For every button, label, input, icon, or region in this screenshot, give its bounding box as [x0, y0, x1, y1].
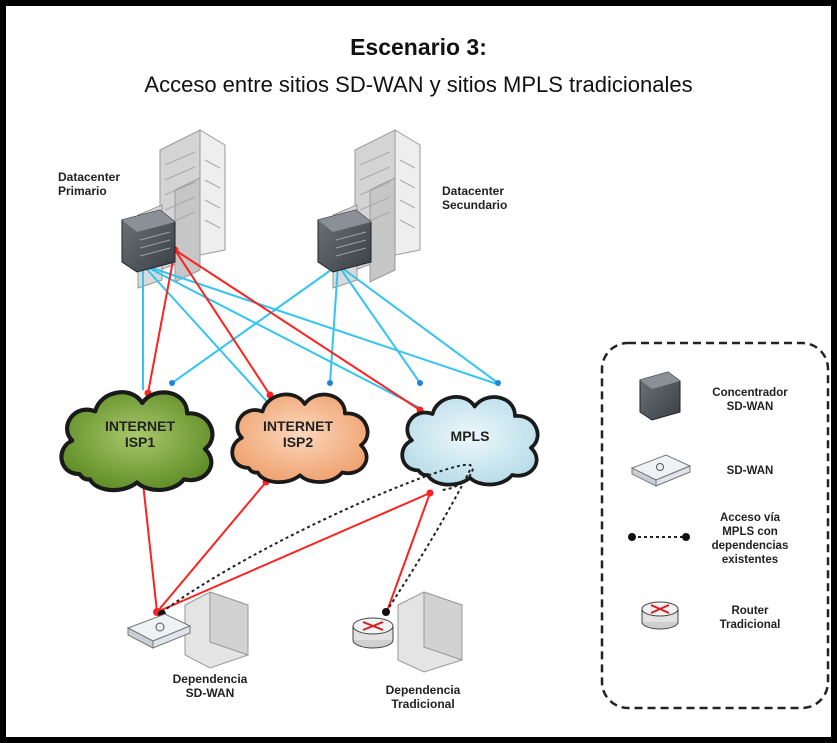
isp1-label: INTERNET ISP1 — [105, 418, 175, 450]
link-red-mpls-trad — [385, 492, 431, 615]
link-dcp-mpls-b — [142, 264, 501, 386]
link-red-isp2-site — [156, 481, 267, 613]
mpls-label: MPLS — [450, 428, 490, 444]
dotted-links — [161, 463, 474, 613]
link-dcp-mpls-a — [142, 264, 421, 409]
dc-primary-label: Datacenter Primario — [58, 170, 121, 198]
legend-dotted-icon — [628, 533, 690, 541]
link-red-isp1-site — [142, 482, 158, 613]
legend-router-label: Router Tradicional — [719, 605, 781, 631]
dotted-endpoint-trad — [382, 608, 390, 616]
isp2-label: INTERNET ISP2 — [263, 418, 333, 450]
site-sdwan-building-icon — [184, 591, 249, 669]
legend-dotted-label: Acceso vía MPLS con dependencias existen… — [711, 512, 789, 566]
link-dcs-mpls-a — [337, 264, 421, 384]
link-dcp-isp2 — [142, 264, 271, 406]
site-trad-building-icon — [397, 591, 463, 673]
router-icon — [352, 617, 394, 649]
red-links — [142, 249, 431, 615]
dc-secondary-label: Datacenter Secundario — [442, 184, 508, 212]
sdwan-device-icon — [126, 613, 192, 649]
page-title: Escenario 3: — [350, 34, 487, 60]
link-red-mpls-site — [156, 492, 431, 613]
dotted-link-sdwan — [161, 463, 474, 613]
legend-sdwan-label: SD-WAN — [726, 465, 774, 477]
link-red-dcp-mpls — [174, 249, 421, 411]
legend-concentrador-icon — [639, 371, 681, 421]
link-dcs-mpls-b — [337, 264, 499, 384]
legend-router-icon — [641, 601, 679, 630]
link-red-dcp-isp1 — [147, 249, 176, 394]
blue-links — [142, 264, 501, 409]
legend-sdwan-icon — [630, 454, 692, 487]
concentrador-primary-icon — [121, 209, 176, 273]
legend-concentrador-label: Concentrador SD-WAN — [712, 387, 788, 413]
concentrador-secondary-icon — [317, 209, 372, 273]
link-dcs-isp1 — [171, 264, 339, 384]
link-dcs-isp2 — [329, 264, 339, 384]
page-subtitle: Acceso entre sitios SD-WAN y sitios MPLS… — [144, 72, 693, 97]
site-sdwan-label: Dependencia SD-WAN — [172, 672, 248, 700]
site-trad-label: Dependencia Tradicional — [385, 683, 461, 711]
link-red-dcp-isp2 — [174, 249, 271, 396]
